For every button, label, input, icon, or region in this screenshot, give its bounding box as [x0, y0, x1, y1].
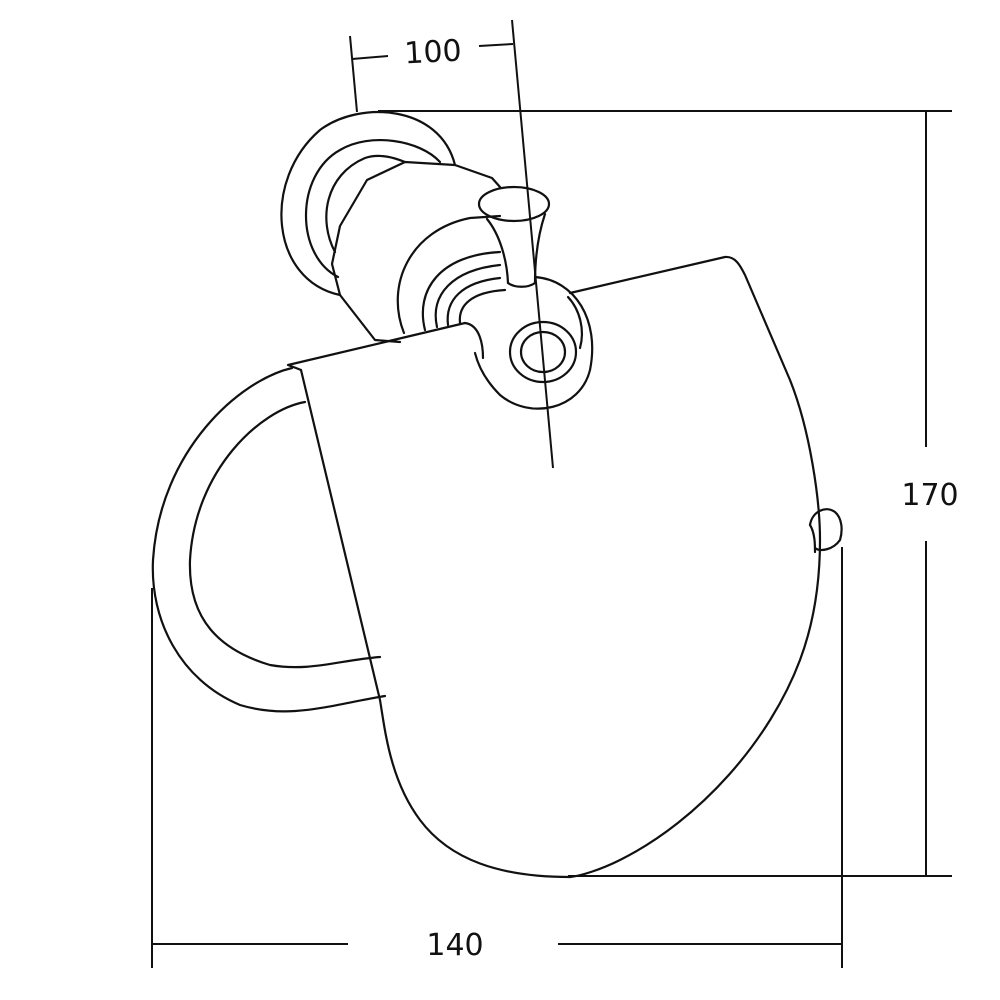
dimension-right-170: 170: [378, 110, 959, 877]
knob: [477, 185, 551, 288]
wall-flange: [280, 111, 457, 297]
dimension-label-170: 170: [901, 478, 958, 513]
arm-end-cap: [808, 508, 843, 554]
cover-flap: [286, 255, 822, 879]
paper-arm: [151, 366, 387, 713]
dimension-top-100: 100: [349, 19, 554, 469]
hinge-ball: [473, 275, 594, 410]
dimension-bottom-140: 140: [151, 547, 843, 968]
dimension-label-100: 100: [404, 34, 463, 72]
dimension-label-140: 140: [426, 928, 483, 963]
mounting-post: [330, 160, 507, 344]
